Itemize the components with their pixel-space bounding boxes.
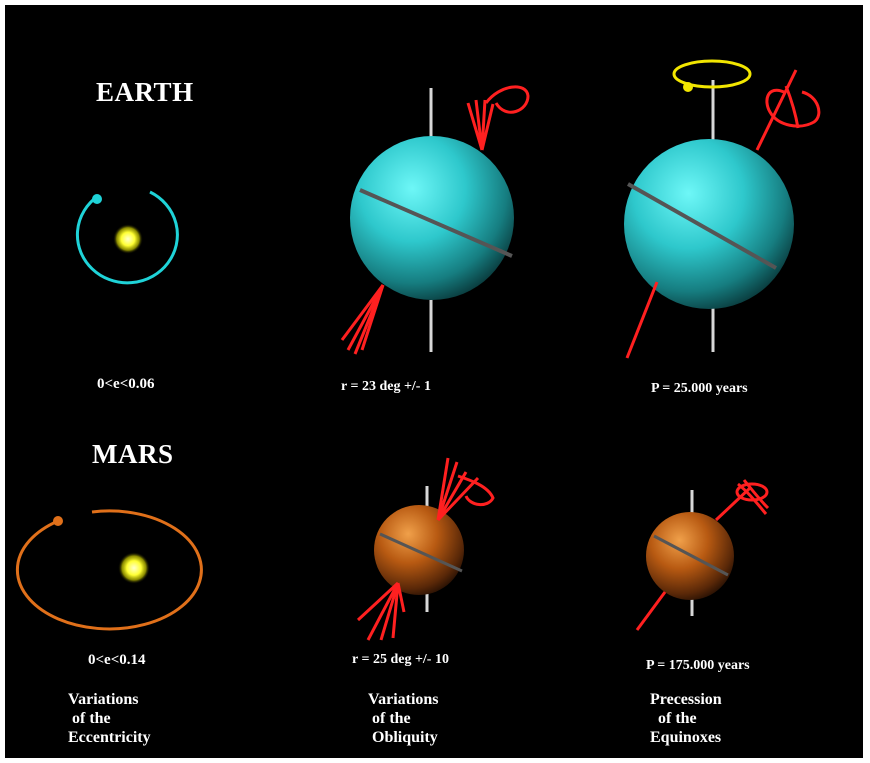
mars-eccentricity-value: 0<e<0.14 bbox=[88, 652, 146, 668]
mars-precession-figure bbox=[635, 479, 770, 631]
mars-orbit bbox=[15, 509, 203, 631]
caption-eccentricity-line2: of the bbox=[72, 710, 111, 727]
earth-precession-ring-dot bbox=[683, 82, 693, 92]
caption-eccentricity-line1: Variations bbox=[68, 691, 139, 708]
earth-title: EARTH bbox=[96, 77, 194, 107]
earth-obliquity-axis-cone bbox=[340, 85, 530, 355]
caption-precession-line1: Precession bbox=[650, 691, 722, 708]
mars-obliquity-figure bbox=[356, 457, 495, 641]
caption-obliquity-line2: of the bbox=[372, 710, 411, 727]
mars-orbit-dot bbox=[53, 516, 63, 526]
caption-precession: Precession of the Equinoxes bbox=[650, 690, 722, 747]
mars-obliquity-equator-line bbox=[379, 532, 463, 573]
caption-obliquity-line3: Obliquity bbox=[372, 729, 438, 746]
earth-precession-ring bbox=[672, 59, 752, 89]
earth-planet-obliquity bbox=[350, 136, 514, 300]
caption-eccentricity: Variations of the Eccentricity bbox=[68, 690, 151, 747]
mars-precession-axis bbox=[635, 479, 770, 631]
earth-eccentricity-figure bbox=[75, 190, 179, 285]
caption-eccentricity-line3: Eccentricity bbox=[68, 729, 151, 746]
earth-obliquity-figure bbox=[340, 85, 530, 355]
earth-obliquity-value: r = 23 deg +/- 1 bbox=[341, 379, 431, 394]
mars-precession-equator-line bbox=[653, 534, 729, 577]
earth-orbit bbox=[75, 190, 179, 285]
earth-precession-figure bbox=[624, 59, 821, 359]
caption-precession-line2: of the bbox=[658, 710, 697, 727]
caption-obliquity: Variations of the Obliquity bbox=[368, 690, 439, 747]
mars-sun bbox=[118, 552, 150, 584]
earth-planet-precession bbox=[624, 139, 794, 309]
mars-obliquity-axis-cone bbox=[356, 457, 495, 641]
earth-obliquity-equator-line bbox=[359, 188, 513, 258]
mars-title: MARS bbox=[92, 439, 174, 469]
earth-sun bbox=[113, 224, 143, 254]
earth-precession-value: P = 25.000 years bbox=[651, 381, 748, 396]
earth-eccentricity-value: 0<e<0.06 bbox=[97, 376, 155, 392]
mars-precession-value: P = 175.000 years bbox=[646, 658, 750, 673]
background-panel bbox=[5, 5, 863, 758]
caption-obliquity-line1: Variations bbox=[368, 691, 439, 708]
earth-orbit-dot bbox=[92, 194, 102, 204]
earth-precession-equator-line bbox=[627, 182, 777, 270]
mars-obliquity-value: r = 25 deg +/- 10 bbox=[352, 652, 449, 667]
caption-precession-line3: Equinoxes bbox=[650, 729, 722, 746]
mars-eccentricity-figure bbox=[15, 509, 203, 631]
earth-precession-axis bbox=[625, 69, 821, 359]
